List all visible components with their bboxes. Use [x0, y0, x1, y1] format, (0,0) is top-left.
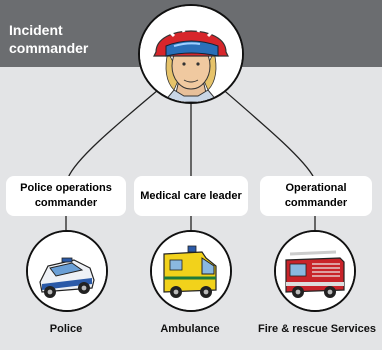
ambulance-icon	[152, 232, 230, 310]
fire-engine-icon	[276, 232, 354, 310]
ambulance-circle	[150, 230, 232, 312]
role-label-police: Police operations commander	[20, 182, 112, 209]
firefighter-icon	[140, 6, 242, 102]
unit-label-fire: Fire & rescue Services	[257, 323, 377, 335]
header-title: Incident commander	[9, 22, 89, 56]
role-box-operational: Operational commander	[260, 176, 372, 216]
police-circle	[26, 230, 108, 312]
unit-label-ambulance: Ambulance	[160, 323, 220, 335]
fire-engine-circle	[274, 230, 356, 312]
role-label-medical: Medical care leader	[140, 189, 242, 202]
police-car-icon	[28, 232, 106, 310]
connector-police	[67, 79, 171, 179]
role-box-police: Police operations commander	[6, 176, 126, 216]
role-box-medical: Medical care leader	[134, 176, 248, 216]
connector-operational	[211, 79, 315, 179]
unit-label-police: Police	[49, 323, 83, 335]
role-label-operational: Operational commander	[284, 182, 348, 209]
commander-portrait	[138, 4, 244, 104]
